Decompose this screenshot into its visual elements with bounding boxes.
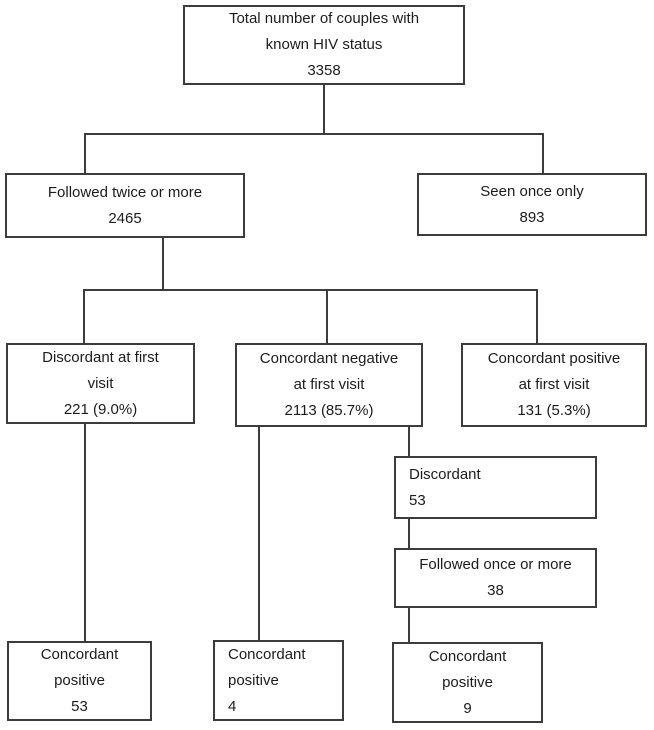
node-text-line: 221 (9.0%) bbox=[63, 400, 138, 418]
node-text-line: Followed twice or more bbox=[47, 183, 203, 201]
node-text-line: positive bbox=[442, 673, 493, 691]
node-text-line: Followed once or more bbox=[419, 556, 572, 573]
node-text-line: visit bbox=[87, 374, 114, 392]
node-text-line: at first visit bbox=[518, 376, 590, 393]
node-text-line: Concordant negative bbox=[259, 350, 399, 367]
connector-line bbox=[83, 289, 85, 343]
node-text-line: 53 bbox=[71, 698, 88, 715]
node-text-line: 53 bbox=[409, 491, 426, 509]
connector-line bbox=[162, 238, 164, 290]
node-text-line: Seen once only bbox=[480, 182, 584, 200]
node-followed-once-or-more: Followed once or more 38 bbox=[394, 548, 597, 608]
node-discordant-at-first-visit: Discordant at first visit 221 (9.0%) bbox=[6, 343, 195, 424]
connector-line bbox=[258, 427, 260, 640]
node-concordant-positive-middle: Concordant positive 4 bbox=[213, 640, 344, 721]
node-discordant-followup: Discordant 53 bbox=[394, 456, 597, 519]
node-text-line: Discordant bbox=[409, 465, 481, 483]
node-concordant-negative-at-first-visit: Concordant negative at first visit 2113 … bbox=[235, 343, 423, 427]
node-seen-once-only: Seen once only 893 bbox=[417, 173, 647, 236]
node-text-line: positive bbox=[228, 671, 279, 689]
node-concordant-positive-left: Concordant positive 53 bbox=[7, 641, 152, 721]
node-text-line: Total number of couples with bbox=[228, 10, 420, 27]
connector-line bbox=[408, 608, 410, 642]
node-followed-twice-or-more: Followed twice or more 2465 bbox=[5, 173, 245, 238]
connector-line bbox=[323, 85, 325, 133]
node-text-line: known HIV status bbox=[265, 36, 383, 53]
node-text-line: Concordant positive bbox=[487, 350, 621, 367]
connector-line bbox=[83, 289, 538, 291]
node-text-line: at first visit bbox=[293, 376, 365, 393]
connector-line bbox=[84, 133, 544, 135]
node-text-line: Concordant bbox=[228, 645, 306, 663]
connector-line bbox=[84, 424, 86, 641]
node-text-line: Concordant bbox=[40, 646, 119, 663]
node-text-line: 4 bbox=[228, 697, 237, 715]
connector-line bbox=[408, 519, 410, 548]
node-text-line: 131 (5.3%) bbox=[517, 402, 591, 419]
connector-line bbox=[408, 427, 410, 456]
node-text-line: positive bbox=[54, 672, 105, 689]
node-text-line: Discordant at first bbox=[42, 348, 159, 366]
node-total-couples: Total number of couples with known HIV s… bbox=[183, 5, 465, 85]
connector-line bbox=[542, 133, 544, 173]
node-text-line: Concordant bbox=[428, 647, 507, 665]
node-text-line: 893 bbox=[519, 208, 545, 226]
node-text-line: 3358 bbox=[307, 62, 341, 79]
connector-line bbox=[84, 133, 86, 173]
node-concordant-positive-at-first-visit: Concordant positive at first visit 131 (… bbox=[461, 343, 647, 427]
node-concordant-positive-right: Concordant positive 9 bbox=[392, 642, 543, 723]
node-text-line: 2465 bbox=[108, 209, 142, 227]
node-text-line: 2113 (85.7%) bbox=[284, 402, 374, 419]
node-text-line: 9 bbox=[463, 699, 472, 717]
connector-line bbox=[326, 289, 328, 343]
node-text-line: 38 bbox=[487, 582, 504, 599]
connector-line bbox=[536, 289, 538, 343]
